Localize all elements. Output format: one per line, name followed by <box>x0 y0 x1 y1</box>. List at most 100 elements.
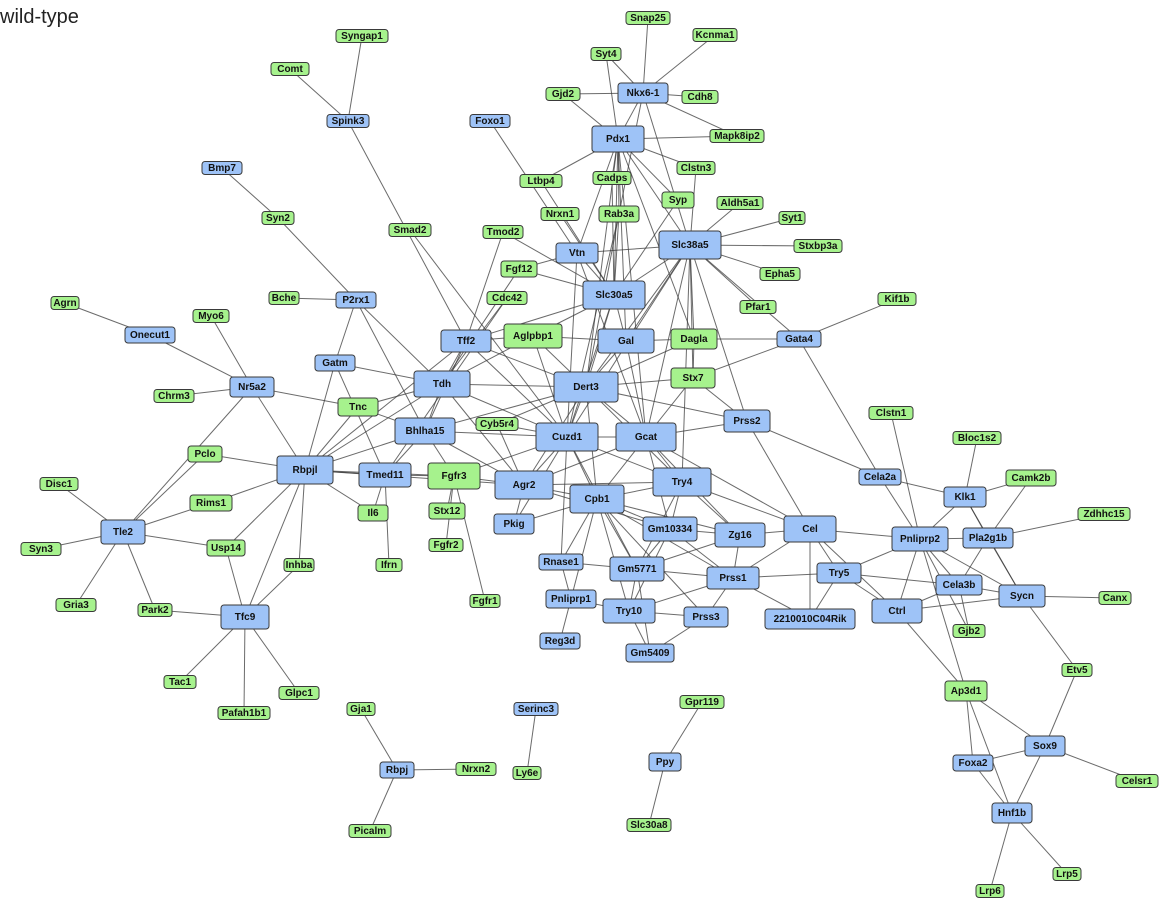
node-Prss1[interactable]: Prss1 <box>706 566 760 590</box>
node-Snap25[interactable]: Snap25 <box>625 11 671 25</box>
node-Vtn[interactable]: Vtn <box>555 242 599 264</box>
node-Clstn3[interactable]: Clstn3 <box>676 161 716 175</box>
node-Ifrn[interactable]: Ifrn <box>375 558 403 572</box>
node-Rbpj[interactable]: Rbpj <box>379 761 415 779</box>
node-Bmp7[interactable]: Bmp7 <box>201 161 243 175</box>
node-Pnliprp1[interactable]: Pnliprp1 <box>545 589 597 609</box>
node-Aglpbp1[interactable]: Aglpbp1 <box>503 323 563 349</box>
node-Glpc1[interactable]: Glpc1 <box>278 686 320 700</box>
node-Gal[interactable]: Gal <box>597 328 655 354</box>
node-Canx[interactable]: Canx <box>1098 591 1132 605</box>
node-Cyb5r4[interactable]: Cyb5r4 <box>475 417 519 431</box>
node-Prss3[interactable]: Prss3 <box>683 606 729 628</box>
node-Picalm[interactable]: Picalm <box>348 824 392 838</box>
node-Gm5771[interactable]: Gm5771 <box>609 556 665 582</box>
node-Fgfr1[interactable]: Fgfr1 <box>469 594 501 608</box>
node-Ppy[interactable]: Ppy <box>648 752 682 772</box>
node-Il6[interactable]: Il6 <box>357 504 389 522</box>
node-Cdc42[interactable]: Cdc42 <box>486 291 528 305</box>
node-Syn3[interactable]: Syn3 <box>20 542 62 556</box>
node-Spink3[interactable]: Spink3 <box>326 114 370 128</box>
node-Cuzd1[interactable]: Cuzd1 <box>535 422 599 452</box>
node-Fgfr2[interactable]: Fgfr2 <box>428 538 464 552</box>
node-Ly6e[interactable]: Ly6e <box>512 766 542 780</box>
node-Tle2[interactable]: Tle2 <box>100 519 146 545</box>
node-Smad2[interactable]: Smad2 <box>388 223 432 237</box>
node-Stx12[interactable]: Stx12 <box>428 502 466 520</box>
node-Gm10334[interactable]: Gm10334 <box>642 516 698 542</box>
node-Slc30a5[interactable]: Slc30a5 <box>582 280 646 310</box>
node-Gjb2[interactable]: Gjb2 <box>952 624 986 638</box>
node-Rims1[interactable]: Rims1 <box>189 494 233 512</box>
node-Cpb1[interactable]: Cpb1 <box>569 484 625 514</box>
node-Stx7[interactable]: Stx7 <box>670 367 716 389</box>
node-Inhba[interactable]: Inhba <box>283 558 315 572</box>
node-Gjd2[interactable]: Gjd2 <box>545 87 581 101</box>
node-Zg16[interactable]: Zg16 <box>714 522 766 548</box>
node-Hnf1b[interactable]: Hnf1b <box>991 802 1033 824</box>
node-Syt4[interactable]: Syt4 <box>590 47 622 61</box>
node-Mapk8ip2[interactable]: Mapk8ip2 <box>709 129 765 143</box>
node-Aldh5a1[interactable]: Aldh5a1 <box>716 196 764 210</box>
node-Try10[interactable]: Try10 <box>602 598 656 624</box>
node-Sycn[interactable]: Sycn <box>998 584 1046 608</box>
node-Bloc1s2[interactable]: Bloc1s2 <box>952 431 1002 445</box>
node-Onecut1[interactable]: Onecut1 <box>124 326 176 344</box>
node-Kcnma1[interactable]: Kcnma1 <box>692 28 738 42</box>
node-Dagla[interactable]: Dagla <box>670 328 718 350</box>
node-Dert3[interactable]: Dert3 <box>553 371 619 403</box>
node-Tdh[interactable]: Tdh <box>413 370 471 398</box>
node-Cel[interactable]: Cel <box>783 515 837 543</box>
node-Agrn[interactable]: Agrn <box>50 296 80 310</box>
node-Tmod2[interactable]: Tmod2 <box>482 225 524 239</box>
node-Ap3d1[interactable]: Ap3d1 <box>944 680 988 702</box>
node-Gcat[interactable]: Gcat <box>615 422 677 452</box>
node-Etv5[interactable]: Etv5 <box>1061 663 1093 677</box>
node-Cela2a[interactable]: Cela2a <box>858 468 902 486</box>
node-Slc38a5[interactable]: Slc38a5 <box>658 230 722 260</box>
node-Tnc[interactable]: Tnc <box>337 397 379 417</box>
node-Cdh8[interactable]: Cdh8 <box>681 90 719 104</box>
node-Camk2b[interactable]: Camk2b <box>1005 469 1057 487</box>
node-Lrp5[interactable]: Lrp5 <box>1052 867 1082 881</box>
node-Pfar1[interactable]: Pfar1 <box>739 300 777 314</box>
node-Pafah1b1[interactable]: Pafah1b1 <box>217 706 271 720</box>
node-Pclo[interactable]: Pclo <box>187 445 223 463</box>
node-Sox9[interactable]: Sox9 <box>1024 735 1066 757</box>
node-Rnase1[interactable]: Rnase1 <box>538 553 584 571</box>
node-Syn2[interactable]: Syn2 <box>261 211 295 225</box>
node-Foxo1[interactable]: Foxo1 <box>469 114 511 128</box>
node-Nkx6-1[interactable]: Nkx6-1 <box>617 82 669 104</box>
node-Clstn1[interactable]: Clstn1 <box>868 406 914 420</box>
node-Zdhhc15[interactable]: Zdhhc15 <box>1077 507 1131 521</box>
node-Gria3[interactable]: Gria3 <box>55 598 97 612</box>
node-Pla2g1b[interactable]: Pla2g1b <box>962 527 1014 549</box>
node-2210010C04Rik[interactable]: 2210010C04Rik <box>764 608 856 630</box>
node-Rab3a[interactable]: Rab3a <box>598 205 640 223</box>
node-Pkig[interactable]: Pkig <box>493 513 535 535</box>
node-Rbpjl[interactable]: Rbpjl <box>276 455 334 485</box>
node-Fgfr3[interactable]: Fgfr3 <box>427 462 481 490</box>
node-Lrp6[interactable]: Lrp6 <box>975 884 1005 898</box>
node-Try4[interactable]: Try4 <box>652 467 712 497</box>
node-Klk1[interactable]: Klk1 <box>943 486 987 508</box>
node-Reg3d[interactable]: Reg3d <box>539 632 581 650</box>
node-Ltbp4[interactable]: Ltbp4 <box>519 174 563 188</box>
node-Gja1[interactable]: Gja1 <box>346 702 376 716</box>
node-Chrm3[interactable]: Chrm3 <box>153 389 195 403</box>
node-Tff2[interactable]: Tff2 <box>440 329 492 353</box>
node-Slc30a8[interactable]: Slc30a8 <box>626 818 672 832</box>
node-Gpr119[interactable]: Gpr119 <box>679 695 725 709</box>
node-Usp14[interactable]: Usp14 <box>206 539 246 557</box>
node-Serinc3[interactable]: Serinc3 <box>513 702 559 716</box>
node-Myo6[interactable]: Myo6 <box>192 309 230 323</box>
node-Disc1[interactable]: Disc1 <box>39 477 79 491</box>
node-Stxbp3a[interactable]: Stxbp3a <box>793 239 843 253</box>
node-Gatm[interactable]: Gatm <box>314 354 356 372</box>
node-Nrxn2[interactable]: Nrxn2 <box>455 762 497 776</box>
node-Gm5409[interactable]: Gm5409 <box>625 643 675 663</box>
node-Nr5a2[interactable]: Nr5a2 <box>229 376 275 398</box>
node-Epha5[interactable]: Epha5 <box>759 267 801 281</box>
node-Prss2[interactable]: Prss2 <box>723 409 771 433</box>
node-Tac1[interactable]: Tac1 <box>163 675 197 689</box>
